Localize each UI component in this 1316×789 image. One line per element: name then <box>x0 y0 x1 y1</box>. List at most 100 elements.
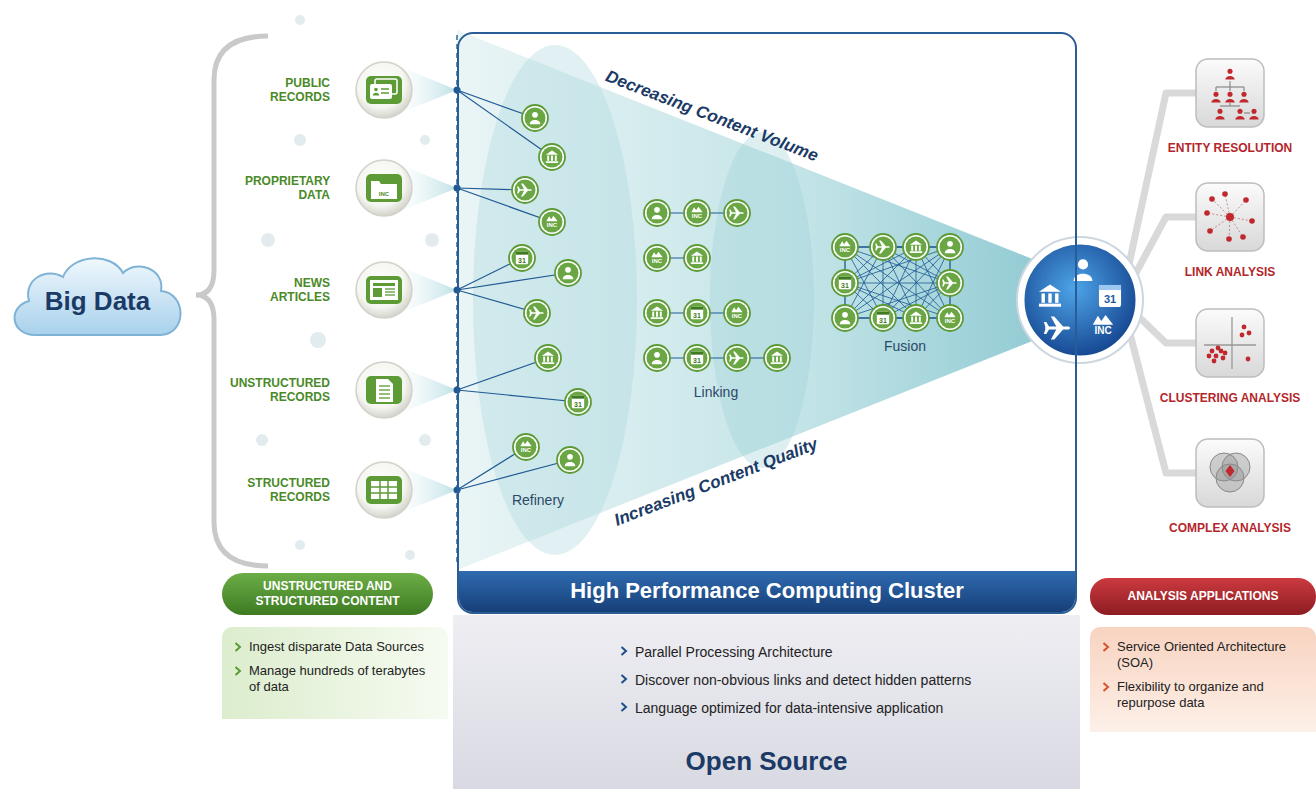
icon-disk <box>940 273 961 294</box>
icon-disk <box>687 248 708 269</box>
analysis-node: LINK ANALYSIS <box>1150 181 1310 285</box>
icon-ring <box>539 144 565 170</box>
glyph-roof <box>910 241 922 245</box>
label-holder: INC <box>945 318 955 324</box>
analysis-label: COMPLEX ANALYSIS <box>1169 521 1291 535</box>
source-node: NEWS ARTICLES <box>222 260 414 320</box>
glyph-calendar <box>1099 285 1121 307</box>
glyph-column <box>700 257 702 262</box>
chevron <box>622 675 627 683</box>
glyph-roof <box>910 312 922 316</box>
data-icon <box>644 345 670 371</box>
data-icon <box>832 305 858 331</box>
source-tile <box>366 276 402 304</box>
feature-panel: Parallel Processing ArchitectureDiscover… <box>453 615 1080 789</box>
analysis-node: COMPLEX ANALYSIS <box>1150 437 1310 541</box>
icon-disk <box>727 303 748 324</box>
icon-disk <box>687 203 708 224</box>
glyph-body <box>1211 99 1220 103</box>
analysis-label: ENTITY RESOLUTION <box>1168 141 1292 155</box>
glyph-plane <box>517 184 532 197</box>
fusion-line <box>845 283 950 318</box>
icon-ring <box>764 345 790 371</box>
folder <box>371 181 397 199</box>
glyph-calendar <box>691 352 703 364</box>
icon-glyph <box>771 352 783 364</box>
network-hub <box>1226 213 1234 221</box>
axis <box>1204 344 1256 345</box>
glyph-plane <box>729 207 744 220</box>
source-circle <box>356 62 412 118</box>
icon-ring <box>684 200 710 226</box>
bullet-panel: Ingest disparate Data SourcesManage hund… <box>222 627 448 719</box>
stage-label: Fusion <box>884 339 926 353</box>
icon-glyph <box>652 207 662 219</box>
source-label: PUBLIC RECORDS <box>270 76 330 104</box>
label-holder: 31 <box>693 311 701 318</box>
icon-glyph <box>731 307 742 312</box>
bullet-chevron <box>1102 642 1110 652</box>
label-holder: INC <box>692 213 702 219</box>
icon-glyph <box>691 307 703 319</box>
label-holder: INC <box>840 247 850 253</box>
icon-glyph <box>517 184 532 197</box>
glyph-column <box>551 357 553 362</box>
glyph-column <box>692 257 694 262</box>
icon-glyph <box>651 307 663 319</box>
glyph-mountains <box>546 216 557 221</box>
label-holder: INC <box>521 447 531 453</box>
icon-glyph <box>651 252 662 257</box>
card-line <box>381 88 389 90</box>
glyph-head <box>374 88 378 92</box>
source-circle <box>356 362 412 418</box>
glyph-column <box>1042 293 1045 302</box>
source-circle <box>356 462 412 518</box>
flow-label: Decreasing Content Volume <box>603 68 820 165</box>
glyph-column <box>776 357 778 362</box>
data-icon <box>524 300 550 326</box>
label-holder: 31 <box>693 356 701 363</box>
cluster-dot <box>1214 354 1219 359</box>
icon-glyph <box>529 307 544 320</box>
bullet-text: Manage hundreds of terabytes of data <box>249 663 438 695</box>
data-icon <box>832 234 858 260</box>
icon-glyph <box>910 312 922 324</box>
icon-glyph <box>944 312 955 317</box>
glyph-column <box>551 156 553 161</box>
icon-glyph <box>1239 92 1248 103</box>
glyph-base <box>691 262 703 264</box>
axis <box>1231 317 1232 369</box>
glyph-head <box>1227 69 1232 74</box>
icon-glyph <box>1215 109 1224 120</box>
glyph-calendar <box>572 396 584 408</box>
cluster-dot <box>1240 333 1245 338</box>
data-icon <box>644 245 670 271</box>
grid-line <box>371 492 397 494</box>
glyph-base <box>771 362 783 364</box>
chevron <box>622 647 627 655</box>
data-icon <box>724 300 750 326</box>
data-icon <box>832 270 858 296</box>
network-dot <box>1209 196 1215 202</box>
glyph-head <box>1078 259 1088 269</box>
glyph-column <box>660 312 662 317</box>
cluster-dot <box>1247 331 1252 336</box>
glyph-mountains <box>520 441 531 446</box>
bullet-chevron <box>234 666 242 676</box>
icon-disk <box>560 450 581 471</box>
icon-ring <box>509 245 535 271</box>
icon-disk <box>727 348 748 369</box>
source-node: UNSTRUCTURED RECORDS <box>222 360 414 420</box>
text-line <box>379 397 390 398</box>
section-pill: ANALYSIS APPLICATIONS <box>1090 578 1316 615</box>
glyph-mountains <box>651 252 662 257</box>
icon-ring <box>555 260 581 286</box>
analysis-tile <box>1196 59 1264 127</box>
icon-text: INC <box>840 247 850 253</box>
glyph-calendar-top <box>572 396 584 399</box>
source-label: PROPRIETARY DATA <box>245 174 330 202</box>
icon-disk <box>516 437 537 458</box>
analysis-label: CLUSTERING ANALYSIS <box>1160 391 1300 405</box>
label-holder: INC <box>547 222 557 228</box>
